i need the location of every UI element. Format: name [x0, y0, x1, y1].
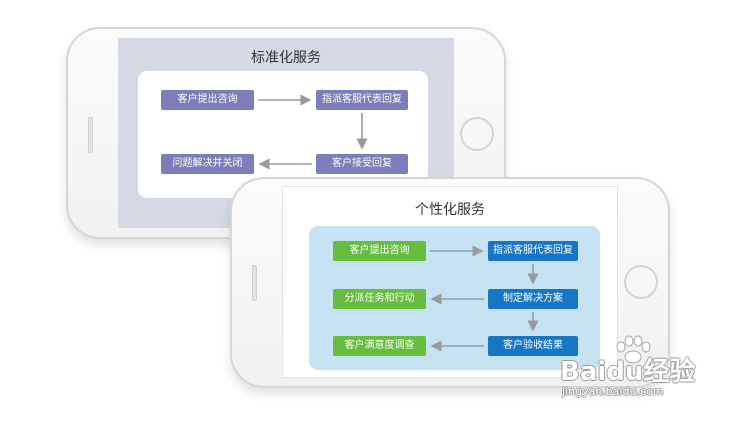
- flow-panel-standard: 客户提出咨询 指派客服代表回复 客户接受回复 问题解决并关闭: [138, 71, 428, 198]
- flow-panel-personalized: 客户提出咨询 指派客服代表回复 制定解决方案 分派任务和行动 客户验收结果 客户…: [309, 226, 600, 370]
- speaker-icon: [88, 117, 93, 153]
- step-customer-inquiry: 客户提出咨询: [333, 241, 426, 261]
- speaker-icon: [252, 265, 257, 301]
- paw-icon: [616, 335, 651, 364]
- watermark-url: jingyan.baidu.com: [562, 385, 664, 398]
- flow-arrows-standard: [258, 94, 368, 170]
- step-issue-resolved: 问题解决并关闭: [161, 154, 254, 174]
- baidu-watermark: Baidu经验 jingyan.baidu.com: [560, 335, 710, 403]
- home-button-icon: [460, 117, 494, 151]
- step-assign-agent: 指派客服代表回复: [488, 241, 578, 261]
- step-customer-inquiry: 客户提出咨询: [161, 90, 254, 110]
- home-button-icon: [624, 265, 658, 299]
- step-customer-acceptance: 客户验收结果: [488, 336, 578, 356]
- step-satisfaction-survey: 客户满意度调查: [333, 336, 426, 356]
- diagram-title-personalized: 个性化服务: [415, 202, 485, 218]
- step-assign-agent: 指派客服代表回复: [316, 90, 408, 110]
- screen-personalized: 个性化服务 客户提出咨询 指派客服代表回复 制定解决方案 分派任务和行动 客户验…: [282, 186, 618, 378]
- diagram-title-standard: 标准化服务: [251, 50, 321, 66]
- flow-arrows-personalized: [430, 245, 539, 352]
- watermark-brand: Baidu经验: [560, 357, 696, 387]
- phone-frame-personalized: 个性化服务 客户提出咨询 指派客服代表回复 制定解决方案 分派任务和行动 客户验…: [230, 177, 670, 388]
- step-customer-accepts: 客户接受回复: [316, 154, 408, 174]
- step-formulate-solution: 制定解决方案: [488, 289, 578, 309]
- step-assign-tasks: 分派任务和行动: [333, 289, 426, 309]
